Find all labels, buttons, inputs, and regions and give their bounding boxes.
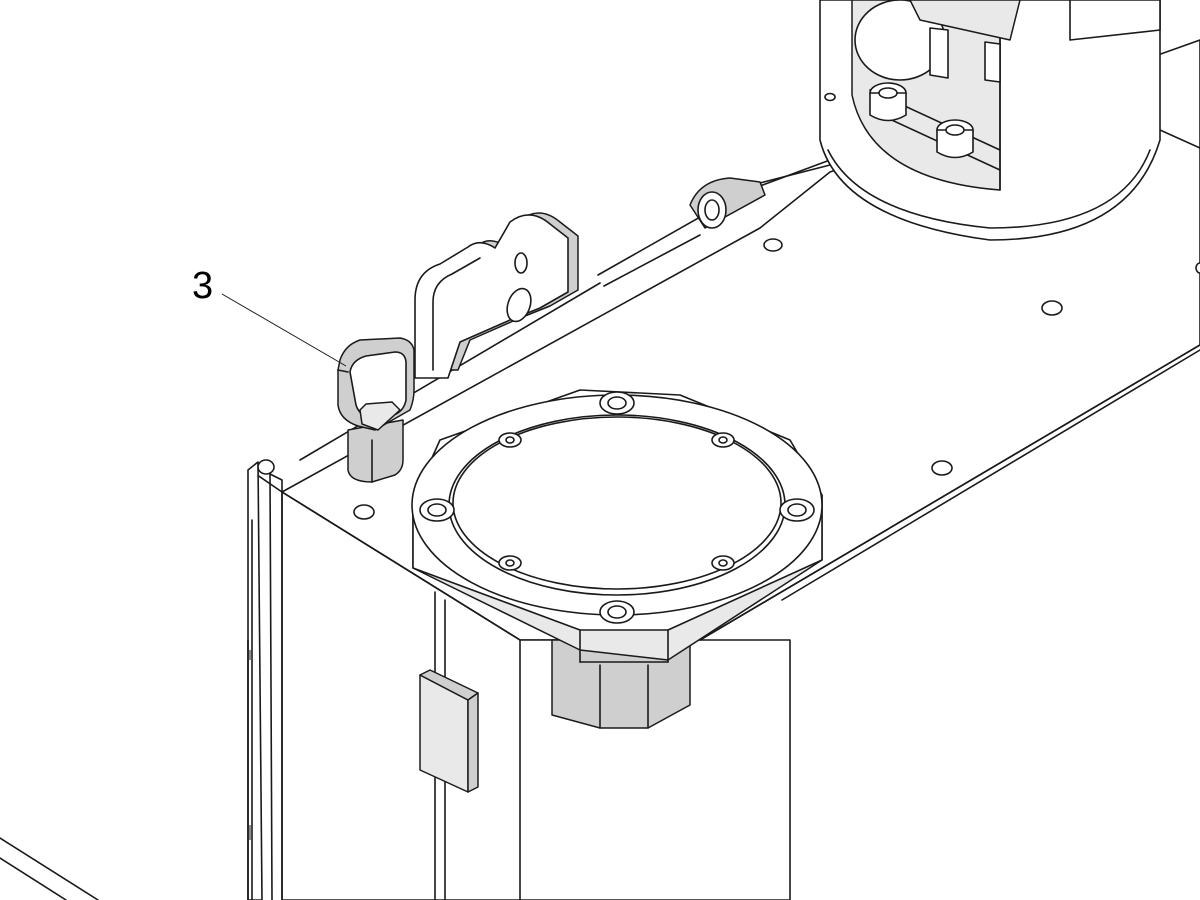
left-background-body [0, 837, 99, 900]
small-screw-icon [711, 555, 735, 571]
callout-3: 3 [192, 265, 347, 367]
callout-leader-line [221, 293, 347, 367]
rear-boss [689, 177, 766, 229]
socket-screw-icon [419, 498, 455, 522]
socket-screw-icon [599, 600, 635, 624]
flange-screws [419, 391, 815, 624]
lifting-lug [414, 212, 579, 379]
left-side-panel [247, 459, 283, 900]
socket-screw-icon [599, 391, 635, 415]
round-cover-plate [411, 394, 823, 616]
small-screw-icon [498, 432, 522, 448]
side-label-plate [419, 669, 479, 793]
key-switch [337, 337, 415, 483]
upper-drive-housing [819, 0, 1161, 241]
small-screw-icon [711, 432, 735, 448]
small-screw-icon [498, 555, 522, 571]
socket-screw-icon [779, 498, 815, 522]
top-plate-holes [353, 238, 1200, 520]
callout-label: 3 [192, 265, 213, 307]
